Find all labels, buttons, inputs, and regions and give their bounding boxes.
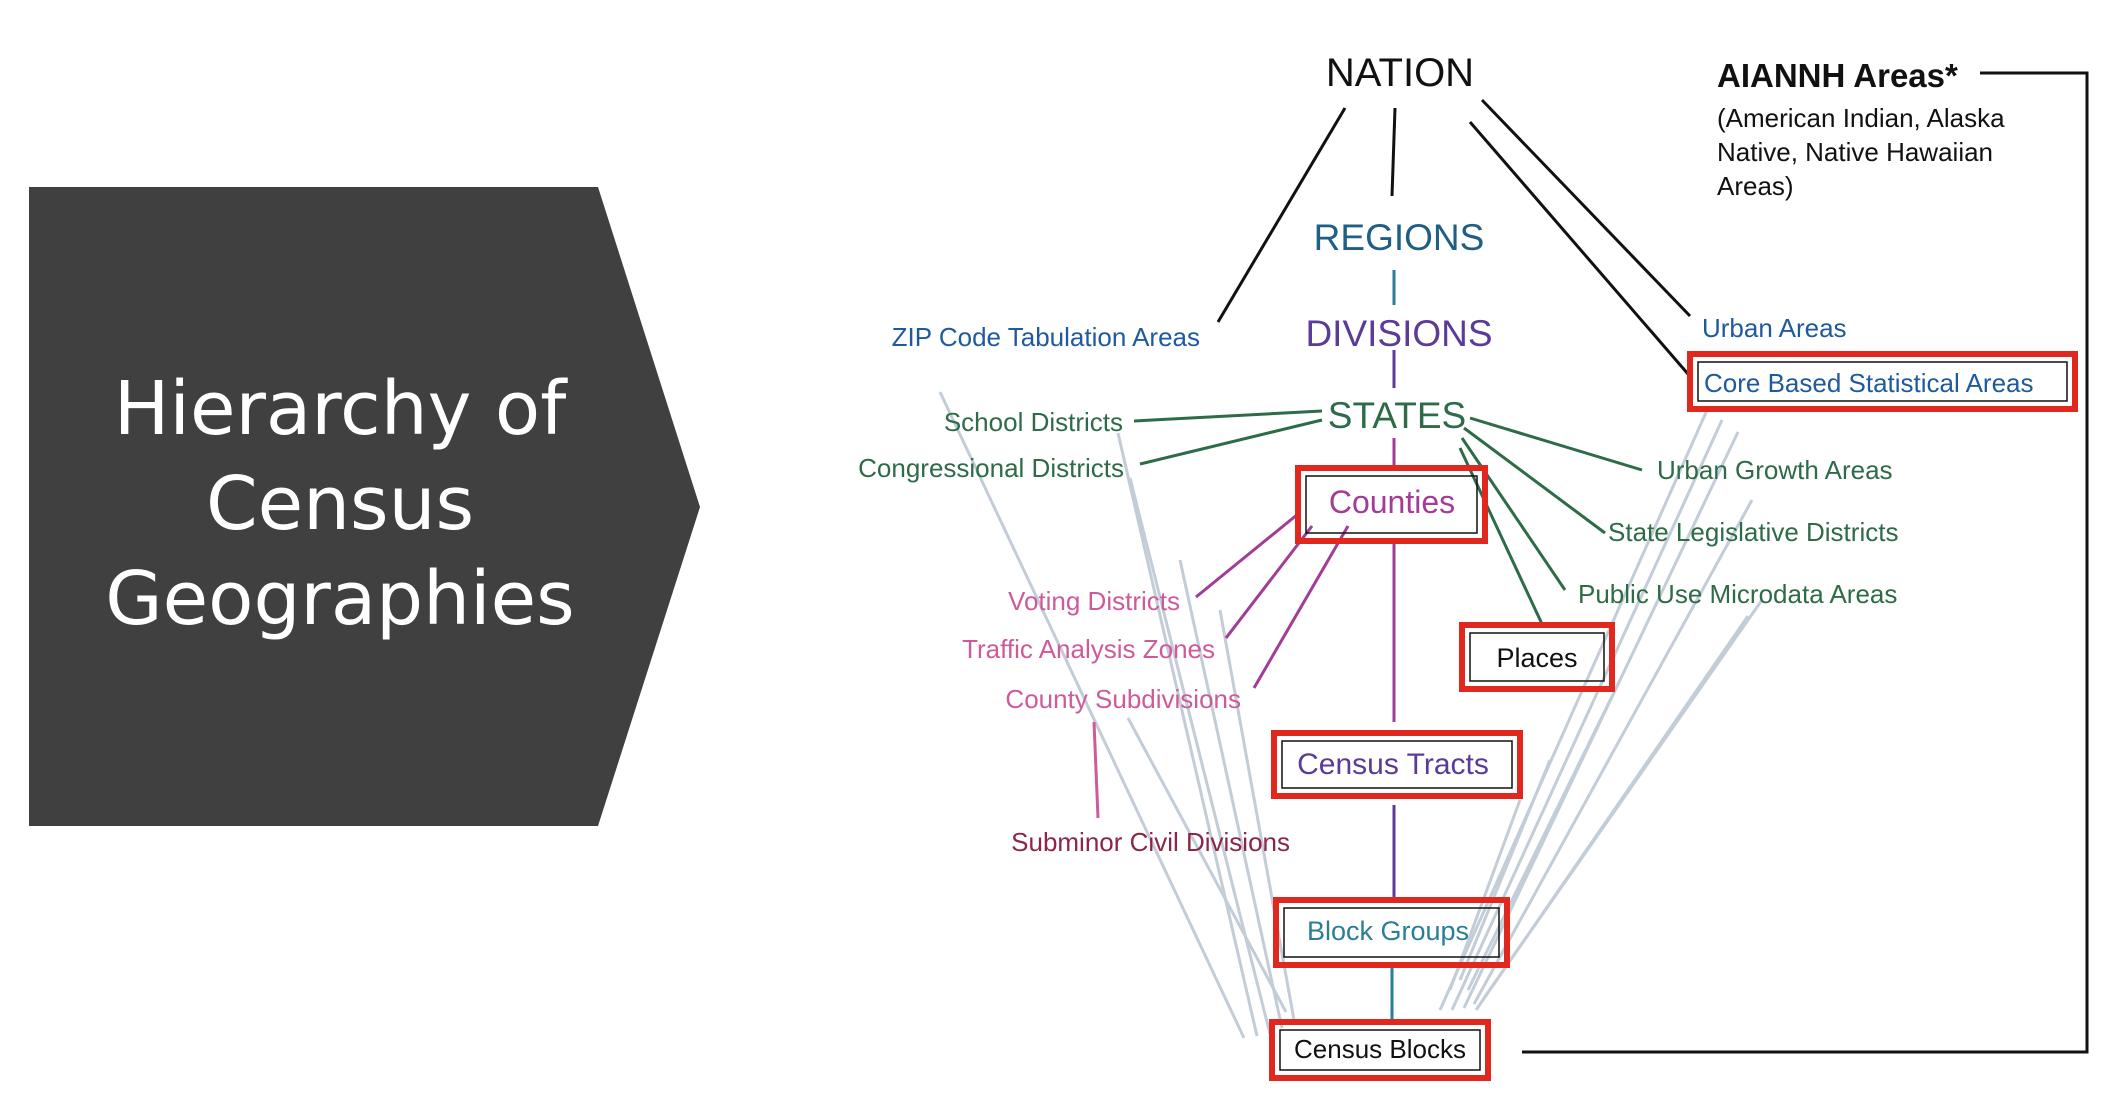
node-regions: REGIONS xyxy=(1314,217,1485,258)
title-line-1: Hierarchy of xyxy=(114,366,568,452)
node-aiannh-desc-line-1: (American Indian, Alaska xyxy=(1717,103,2005,133)
node-places: Places xyxy=(1496,643,1577,673)
node-voting-districts: Voting Districts xyxy=(1008,586,1180,616)
node-divisions: DIVISIONS xyxy=(1305,313,1492,354)
counties-connectors xyxy=(1195,512,1350,689)
node-aiannh-title: AIANNH Areas* xyxy=(1717,57,1958,94)
subdivisions-connector xyxy=(1092,721,1100,819)
states-connectors xyxy=(1133,409,1643,625)
node-census-tracts: Census Tracts xyxy=(1297,748,1489,781)
node-aiannh-desc-line-2: Native, Native Hawaiian xyxy=(1717,137,1993,167)
node-state-legislative-districts: State Legislative Districts xyxy=(1608,517,1898,547)
highlight-boxes xyxy=(1269,351,2078,1081)
node-zip-code-tabulation-areas: ZIP Code Tabulation Areas xyxy=(892,322,1200,352)
node-subminor-civil-divisions: Subminor Civil Divisions xyxy=(1011,827,1290,857)
node-aiannh-desc-line-3: Areas) xyxy=(1717,171,1794,201)
highlight-box-inner xyxy=(1279,361,2068,1071)
gray-connector-lines xyxy=(938,391,1764,1039)
title-line-2: Census xyxy=(206,461,474,547)
node-states: STATES xyxy=(1328,395,1466,436)
node-census-blocks: Census Blocks xyxy=(1294,1034,1466,1064)
node-nation: NATION xyxy=(1326,51,1474,95)
nation-connectors xyxy=(1216,71,2089,1054)
node-counties: Counties xyxy=(1329,484,1455,520)
node-public-use-microdata-areas: Public Use Microdata Areas xyxy=(1578,579,1897,609)
node-core-based-statistical-areas: Core Based Statistical Areas xyxy=(1704,368,2034,398)
node-traffic-analysis-zones: Traffic Analysis Zones xyxy=(962,634,1215,664)
node-county-subdivisions: County Subdivisions xyxy=(1005,684,1241,714)
node-block-groups: Block Groups xyxy=(1307,916,1469,946)
title-banner xyxy=(29,187,700,826)
node-school-districts: School Districts xyxy=(944,407,1123,437)
node-congressional-districts: Congressional Districts xyxy=(858,453,1124,483)
node-urban-growth-areas: Urban Growth Areas xyxy=(1657,455,1893,485)
node-urban-areas: Urban Areas xyxy=(1702,313,1847,343)
title-line-3: Geographies xyxy=(105,556,574,642)
